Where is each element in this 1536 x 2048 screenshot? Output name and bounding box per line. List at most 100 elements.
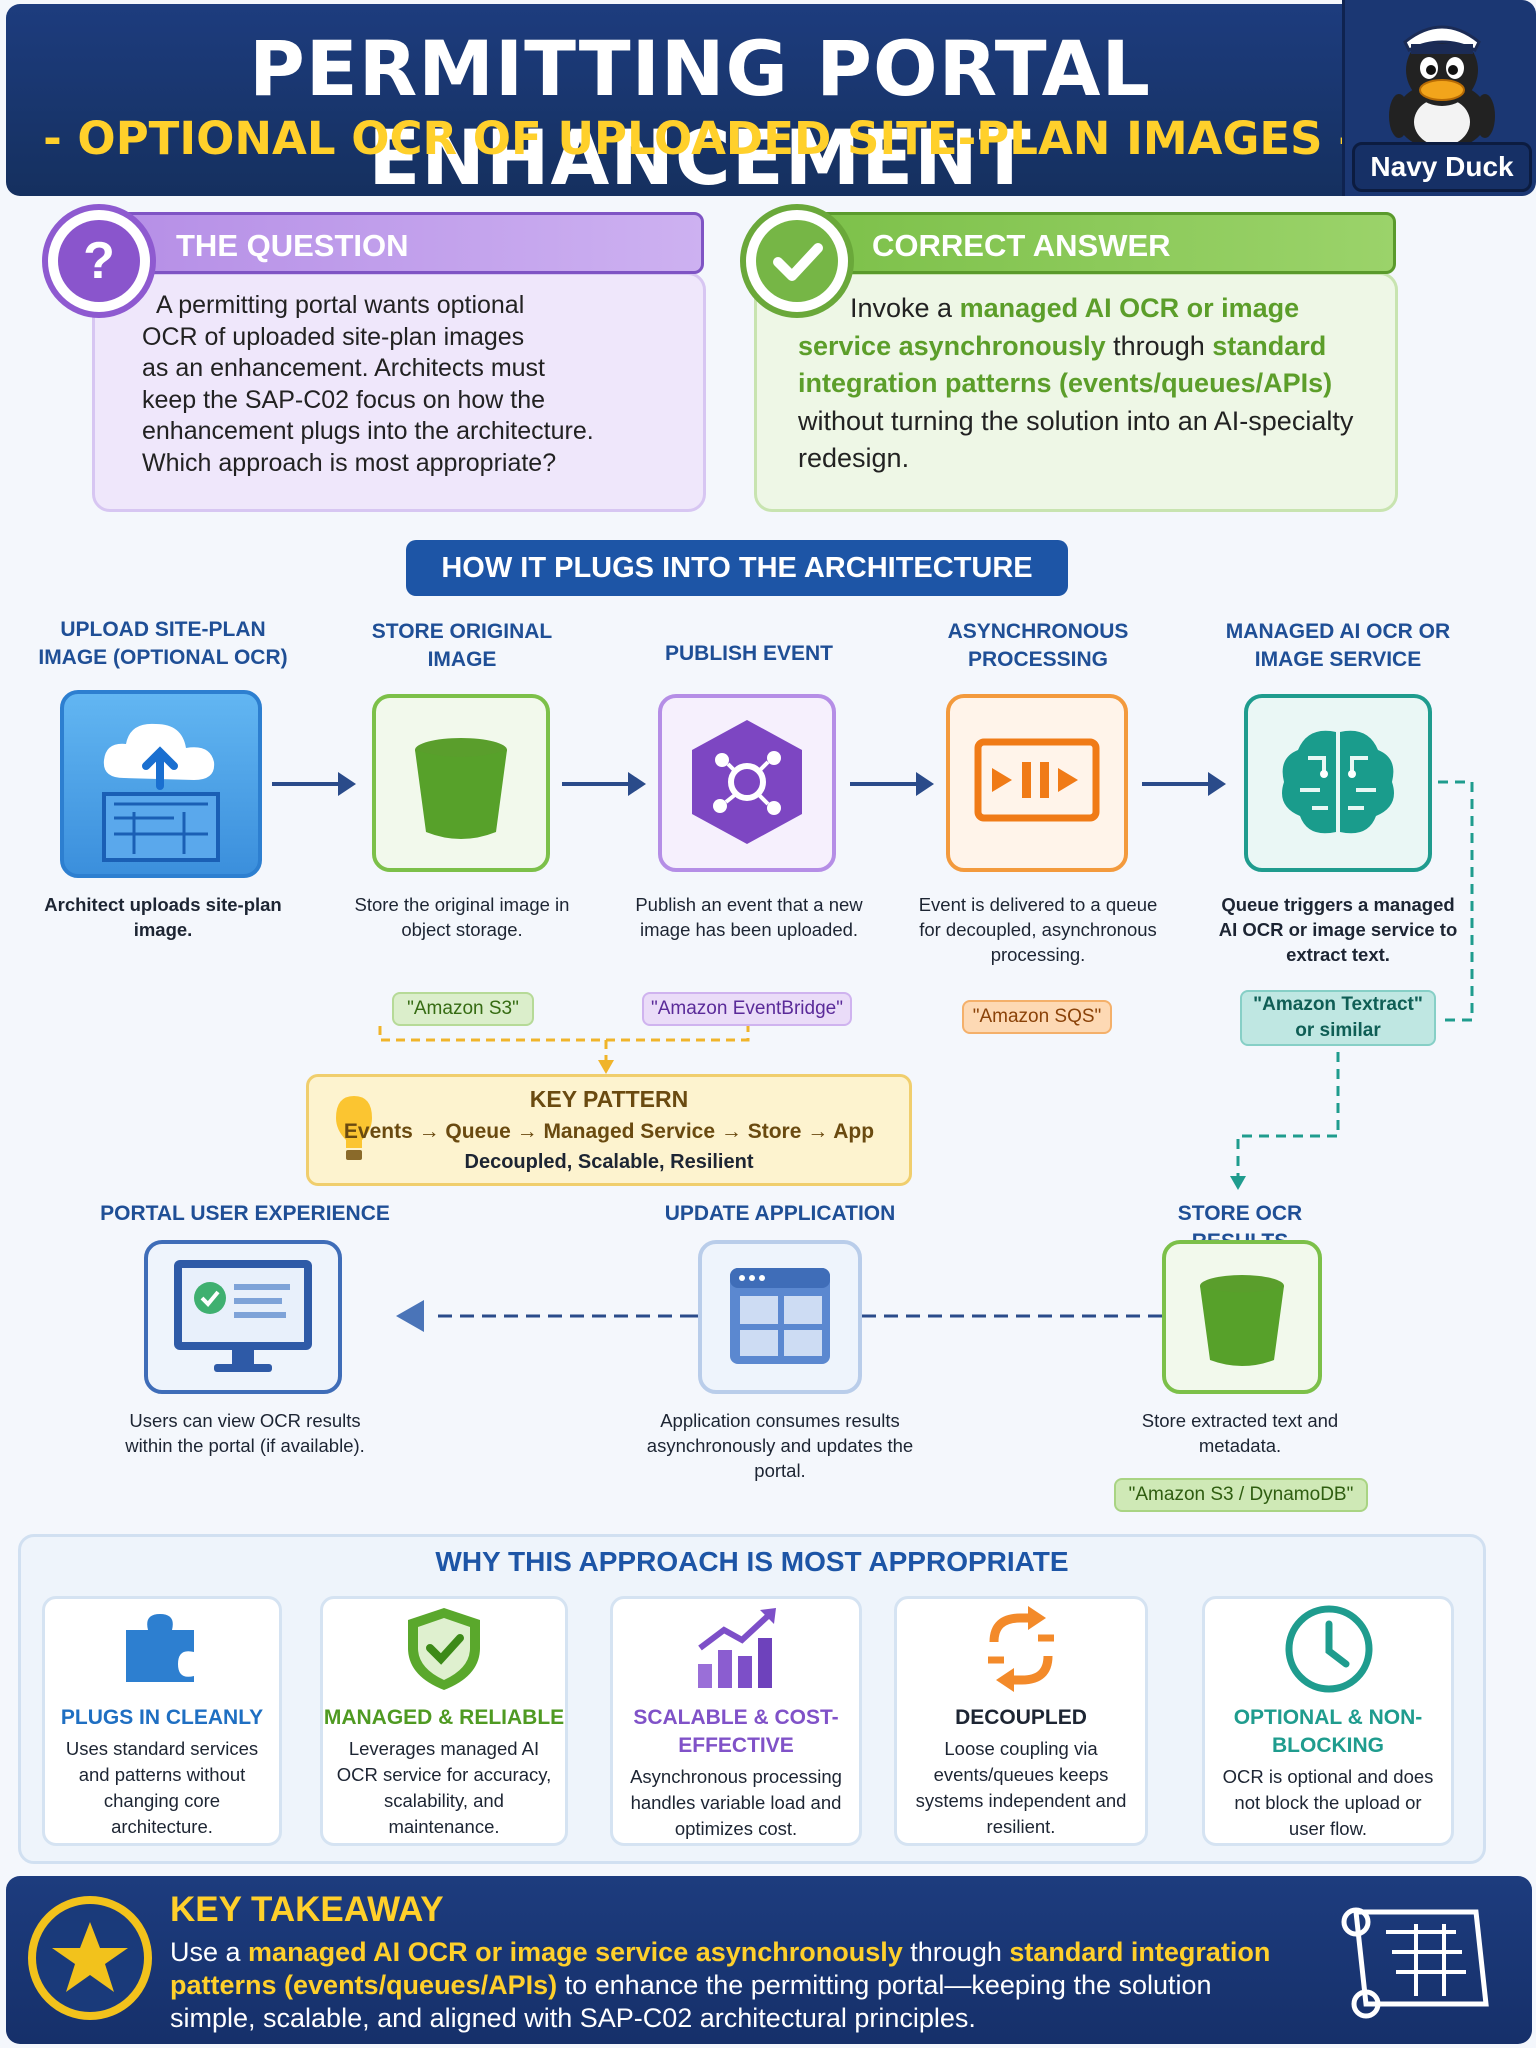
question-line: enhancement plugs into the architecture. [142,417,594,445]
why-card-title: SCALABLE & COST-EFFECTIVE [633,1706,839,1757]
step-title: ASYNCHRONOUS PROCESSING [947,620,1129,671]
step-desc: Store extracted text and metadata. [1141,1410,1339,1456]
brain-icon [1282,730,1394,834]
why-card-desc: Uses standard services and patterns with… [65,1738,259,1837]
star-icon [52,1922,128,1992]
question-line: as an enhancement. Architects must [142,354,545,382]
key-pattern-sub: Decoupled, Scalable, Resilient [464,1151,754,1173]
shield-check-icon [408,1608,480,1690]
why-card [1202,1596,1454,1846]
service-tag: "Amazon Textract" or similar [1240,990,1436,1046]
answer-part: through [1105,330,1213,361]
step-icon-box [658,694,836,872]
arrows-cycle-icon [988,1606,1054,1692]
mascot-label: Navy Duck [1352,142,1532,192]
takeaway-highlight: managed AI OCR or image service asynchro… [248,1937,903,1967]
page-subtitle: - OPTIONAL OCR OF UPLOADED SITE-PLAN IMA… [43,112,1357,165]
question-line: Which approach is most appropriate? [142,448,557,477]
key-pattern-flow: Events → Queue → Managed Service → Store… [343,1120,875,1143]
header-banner [6,4,1532,196]
question-banner [104,212,704,274]
bucket-icon [415,738,507,839]
answer-text: Invoke a managed AI OCR or image service… [798,290,1388,478]
flow-arrow [1142,772,1226,796]
why-card-desc: Leverages managed AI OCR service for acc… [336,1738,552,1837]
step-icon-box [60,690,262,878]
step-icon-box [698,1240,862,1394]
answer-card [754,272,1398,512]
blueprint-scroll-icon [1341,1907,1489,2019]
why-card-desc: Asynchronous processing handles variable… [630,1766,842,1839]
queue-icon [974,738,1100,822]
cloud-upload-icon [102,723,220,862]
step-title: UPDATE APPLICATION [664,1202,896,1225]
checkmark-icon [756,220,838,302]
step-desc: Application consumes results asynchronou… [646,1410,914,1481]
step-title: UPLOAD SITE-PLAN IMAGE (OPTIONAL OCR) [38,618,288,669]
answer-part: without turning the solution into an AI-… [798,405,1354,474]
service-tag: "Amazon SQS" [962,1000,1112,1034]
takeaway-text: Use a managed AI OCR or image service as… [170,1936,1280,2035]
why-card-title: PLUGS IN CLEANLY [60,1706,264,1729]
answer-banner [796,212,1396,274]
answer-heading: CORRECT ANSWER [872,228,1171,263]
step-desc: Architect uploads site-plan image. [44,894,282,940]
flow-arrow [272,772,356,796]
growth-chart-icon [698,1608,776,1688]
step-desc: Store the original image in object stora… [354,894,570,940]
event-hub-icon [692,720,802,844]
question-line: OCR of uploaded site-plan images [142,322,525,351]
question-mark-icon: ? [58,220,140,302]
step-icon-box [946,694,1128,872]
step-title: STORE ORIGINAL IMAGE [371,620,553,671]
takeaway-highlight: standard integration patterns (events/qu… [170,1937,1271,2000]
takeaway-banner [6,1876,1532,2044]
puzzle-icon [126,1614,194,1682]
service-tag: "Amazon EventBridge" [642,992,852,1026]
step-desc: Event is delivered to a queue for decoup… [918,894,1158,965]
app-window-icon [730,1268,830,1364]
takeaway-part: through [902,1937,1010,1967]
question-heading: THE QUESTION [176,228,409,263]
step-icon-box [1244,694,1432,872]
flow-arrow [850,772,934,796]
takeaway-part: Use a [170,1937,249,1967]
step-icon-box [144,1240,342,1394]
step-desc: Publish an event that a new image has be… [635,894,863,940]
duck-mascot-icon [1389,25,1495,150]
key-pattern-box [306,1074,912,1186]
step-title: PORTAL USER EXPERIENCE [100,1202,390,1225]
takeaway-heading: KEY TAKEAWAY [170,1890,444,1929]
step-icon-box [1162,1240,1322,1394]
flow-arrow [562,772,646,796]
question-line: A permitting portal wants optional [156,291,525,319]
step-desc: Users can view OCR results within the po… [125,1410,365,1456]
takeaway-part: to enhance the permitting portal—keeping… [170,1970,1212,2033]
why-card-desc: Loose coupling via events/queues keeps s… [915,1738,1127,1837]
question-text: A permitting portal wants optional OCR o… [142,290,682,479]
monitor-icon [174,1260,312,1372]
bucket-icon [1200,1275,1284,1366]
answer-part: Invoke a [850,293,960,323]
question-line: keep the SAP-C02 focus on how the [142,385,546,414]
lightbulb-icon [336,1096,372,1160]
clock-icon [1285,1605,1373,1693]
step-title: PUBLISH EVENT [664,642,834,665]
service-tag: "Amazon S3 / DynamoDB" [1114,1478,1368,1512]
architecture-heading: HOW IT PLUGS INTO THE ARCHITECTURE [406,540,1068,596]
why-card [894,1596,1148,1846]
answer-highlight: managed AI OCR or image service asynchro… [798,293,1300,361]
answer-highlight: standard integration patterns (events/qu… [798,330,1333,399]
step-icon-box [372,694,550,872]
why-card-desc: OCR is optional and does not block the u… [1222,1766,1434,1839]
why-card-title: MANAGED & RELIABLE [323,1706,565,1729]
why-card-title: OPTIONAL & NON-BLOCKING [1233,1706,1423,1757]
service-tag: "Amazon S3" [392,992,534,1026]
page-title: PERMITTING PORTAL ENHANCEMENT [249,24,1151,202]
key-pattern-title: KEY PATTERN [529,1086,689,1112]
why-card-title: DECOUPLED [955,1706,1087,1729]
why-heading: WHY THIS APPROACH IS MOST APPROPRIATE [435,1546,1069,1577]
step-desc: Queue triggers a managed AI OCR or image… [1218,894,1458,965]
step-title: MANAGED AI OCR OR IMAGE SERVICE [1225,620,1451,671]
